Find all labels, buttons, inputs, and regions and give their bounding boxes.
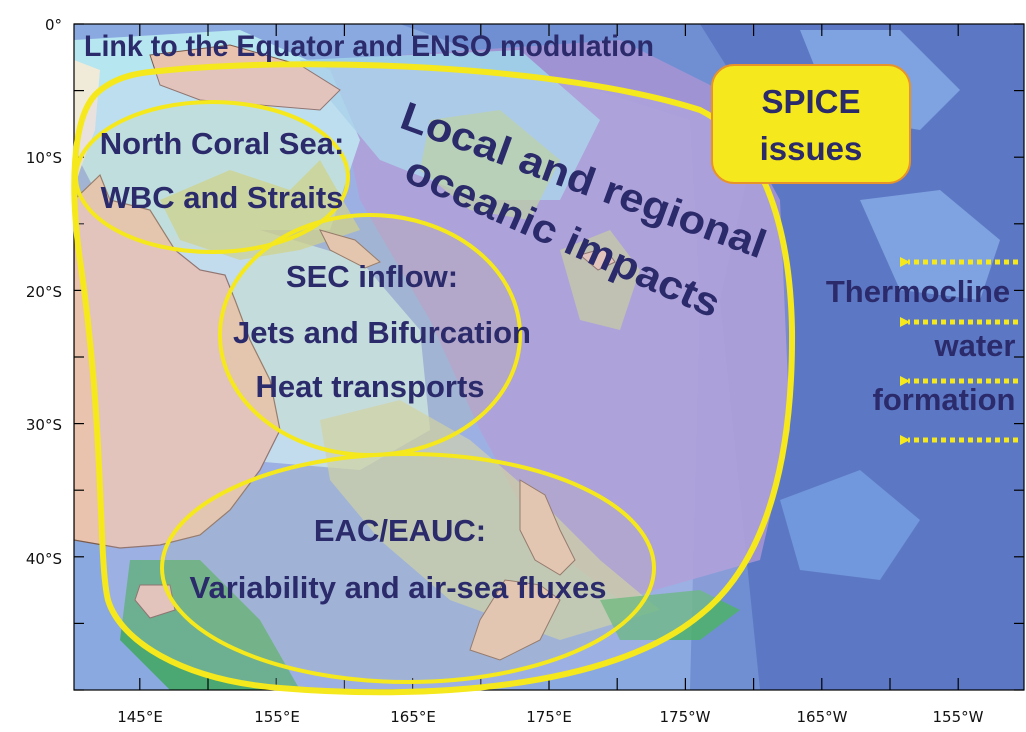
north-coral-sea-ellipse: [74, 100, 350, 254]
sec-inflow-heat: Heat transports: [255, 369, 484, 404]
thermocline-line2: water: [934, 328, 1016, 363]
x-tick-label-155w: 155°W: [933, 708, 984, 726]
y-tick-label-10s: 10°S: [26, 149, 62, 167]
eac-eauc-ellipse: [160, 452, 656, 684]
fiji-land: [578, 247, 616, 271]
ridge-b: [420, 110, 560, 220]
y-tick-label-20s: 20°S: [26, 283, 62, 301]
sec-inflow-title: SEC inflow:: [286, 259, 458, 294]
x-tick-label-175w: 175°W: [660, 708, 711, 726]
se-green: [600, 590, 740, 640]
australia-land: [74, 173, 281, 549]
north-coral-sea-subtitle: WBC and Straits: [101, 180, 344, 215]
spice-box-line1: SPICE: [761, 83, 860, 120]
eac-eauc-subtitle: Variability and air-sea fluxes: [190, 570, 607, 605]
top-banner-text: Link to the Equator and ENSO modulation: [84, 30, 654, 63]
x-tick-label-175e: 175°E: [526, 708, 572, 726]
local-regional-region-outline: [71, 61, 796, 696]
y-tick-label-40s: 40°S: [26, 550, 62, 568]
x-tick-label-165e: 165°E: [390, 708, 436, 726]
patch-e: [860, 190, 1000, 300]
y-tick-label-30s: 30°S: [26, 416, 62, 434]
sec-inflow-subtitle: Jets and Bifurcation: [233, 315, 531, 350]
thermocline-line1: Thermocline: [826, 274, 1010, 309]
axis-ticks: [74, 23, 1024, 691]
thermocline-line3: formation: [873, 382, 1016, 417]
png-land: [149, 44, 341, 111]
x-tick-label-155e: 155°E: [254, 708, 300, 726]
spice-issues-box: [711, 64, 911, 184]
nz-south-island: [469, 579, 561, 661]
eac-eauc-title: EAC/EAUC:: [314, 513, 486, 548]
x-tick-label-165w: 165°W: [797, 708, 848, 726]
new-caledonia-land: [319, 229, 381, 269]
y-tick-label-0: 0°: [45, 16, 62, 34]
nz-north-island: [519, 479, 576, 576]
patch-se: [780, 470, 920, 580]
ridge-a: [160, 160, 360, 260]
north-coral-sea-title: North Coral Sea:: [100, 126, 345, 161]
x-tick-label-145e: 145°E: [117, 708, 163, 726]
lord-howe-rise: [320, 400, 660, 640]
spice-box-line2: issues: [760, 130, 863, 167]
